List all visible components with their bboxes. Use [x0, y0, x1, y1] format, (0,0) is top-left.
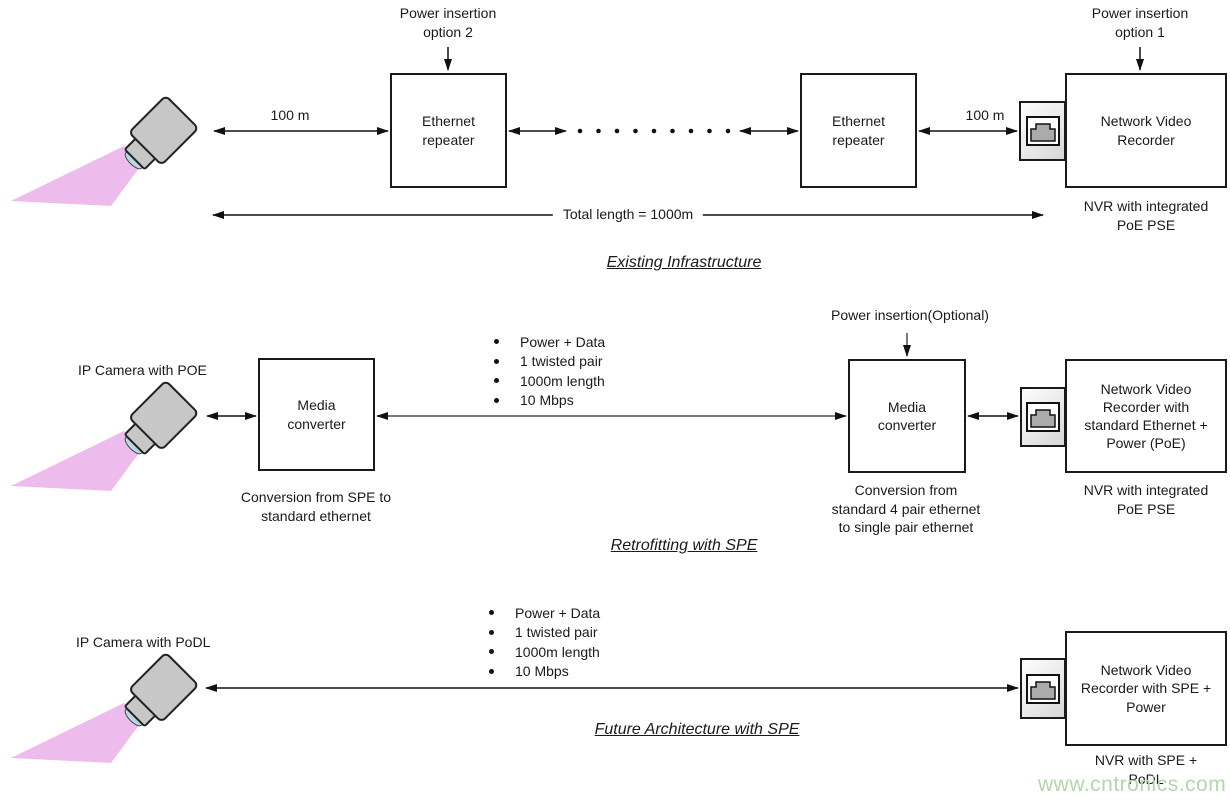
- nvr-caption: NVR with SPE + PoDL: [1094, 752, 1198, 787]
- media-converter2-caption: Conversion from standard 4 pair ethernet…: [831, 482, 981, 536]
- power-insertion-optional-label: Power insertion(Optional): [831, 307, 989, 323]
- bullet-text: Power + Data: [520, 333, 606, 350]
- camera-light-beam: [11, 146, 142, 206]
- camera-label-poe: IP Camera with POE: [78, 362, 207, 378]
- media-converter1-box: Media converter: [258, 358, 375, 471]
- ip-camera-icon: [8, 641, 223, 771]
- section-title-retrofit: Retrofitting with SPE: [610, 537, 758, 554]
- box-label: Network Video Recorder with standard Eth…: [1084, 380, 1208, 452]
- rj45-plug-shape: [1030, 680, 1056, 700]
- box-label: Ethernet repeater: [832, 113, 885, 148]
- total-length-label: Total length = 1000m: [552, 206, 704, 222]
- section-title-existing: Existing Infrastructure: [606, 254, 762, 271]
- bullet-icon: [489, 610, 494, 616]
- camera-light-beam: [11, 703, 142, 763]
- camera-body: [130, 96, 198, 164]
- bullet-text: 10 Mbps: [515, 663, 569, 680]
- spe-feature-list: Power + Data 1 twisted pair 1000m length…: [489, 603, 600, 681]
- ethernet-repeater1-box: Ethernet repeater: [390, 73, 507, 188]
- nvr-caption: NVR with integrated PoE PSE: [1083, 198, 1209, 233]
- rj45-jack-icon: [1020, 387, 1066, 447]
- bullet-text: 1000m length: [515, 643, 600, 660]
- list-item: 1000m length: [489, 642, 600, 662]
- media-converter2-box: Media converter: [848, 359, 966, 473]
- media-converter1-caption: Conversion from SPE to standard ethernet: [240, 489, 392, 524]
- box-label: Network Video Recorder: [1100, 113, 1192, 148]
- power-insertion-option1-label: Power insertion option 1: [1091, 5, 1189, 40]
- box-label: Ethernet repeater: [422, 113, 475, 148]
- spe-feature-list: Power + Data 1 twisted pair 1000m length…: [494, 332, 605, 410]
- bullet-text: 1000m length: [520, 372, 605, 389]
- list-item: 10 Mbps: [489, 662, 600, 682]
- box-label: Network Video Recorder with SPE + Power: [1080, 662, 1212, 715]
- list-item: 10 Mbps: [494, 391, 605, 411]
- ethernet-repeater2-box: Ethernet repeater: [800, 73, 917, 188]
- camera-body: [130, 653, 198, 721]
- bullet-text: 10 Mbps: [520, 392, 574, 409]
- bullet-icon: [489, 629, 494, 635]
- watermark: www.cntronics.com: [1038, 773, 1227, 796]
- rj45-plug-shape: [1030, 409, 1056, 428]
- list-item: Power + Data: [494, 332, 605, 352]
- bullet-text: 1 twisted pair: [515, 624, 598, 641]
- box-label: Media converter: [287, 397, 346, 432]
- bullet-icon: [494, 358, 499, 364]
- distance-label-right: 100 m: [965, 107, 1005, 123]
- bullet-icon: [489, 649, 494, 655]
- bullet-text: Power + Data: [515, 604, 601, 621]
- power-insertion-option2-label: Power insertion option 2: [399, 5, 497, 40]
- nvr-caption: NVR with integrated PoE PSE: [1083, 482, 1209, 517]
- list-item: Power + Data: [489, 603, 600, 623]
- camera-light-beam: [11, 431, 142, 491]
- list-item: 1000m length: [494, 371, 605, 391]
- rj45-jack-icon: [1020, 658, 1066, 719]
- nvr-box: Network Video Recorder: [1065, 73, 1227, 188]
- ip-camera-icon: [8, 369, 223, 499]
- camera-body: [130, 381, 198, 449]
- section-title-future: Future Architecture with SPE: [594, 721, 800, 738]
- bullet-icon: [489, 668, 494, 674]
- nvr-poe-box: Network Video Recorder with standard Eth…: [1065, 359, 1227, 473]
- rj45-plug-shape: [1029, 123, 1056, 142]
- box-label: Media converter: [877, 398, 937, 433]
- nvr-spe-box: Network Video Recorder with SPE + Power: [1065, 631, 1227, 746]
- dotted-continuation-icon: [577, 128, 731, 134]
- bullet-icon: [494, 378, 499, 384]
- bullet-text: 1 twisted pair: [520, 353, 603, 370]
- camera-label-podl: IP Camera with PoDL: [76, 634, 211, 650]
- list-item: 1 twisted pair: [489, 623, 600, 643]
- list-item: 1 twisted pair: [494, 352, 605, 372]
- rj45-jack-icon: [1019, 101, 1066, 161]
- distance-label-left: 100 m: [270, 107, 310, 123]
- ip-camera-icon: [8, 84, 223, 214]
- bullet-icon: [494, 339, 499, 345]
- bullet-icon: [494, 397, 499, 403]
